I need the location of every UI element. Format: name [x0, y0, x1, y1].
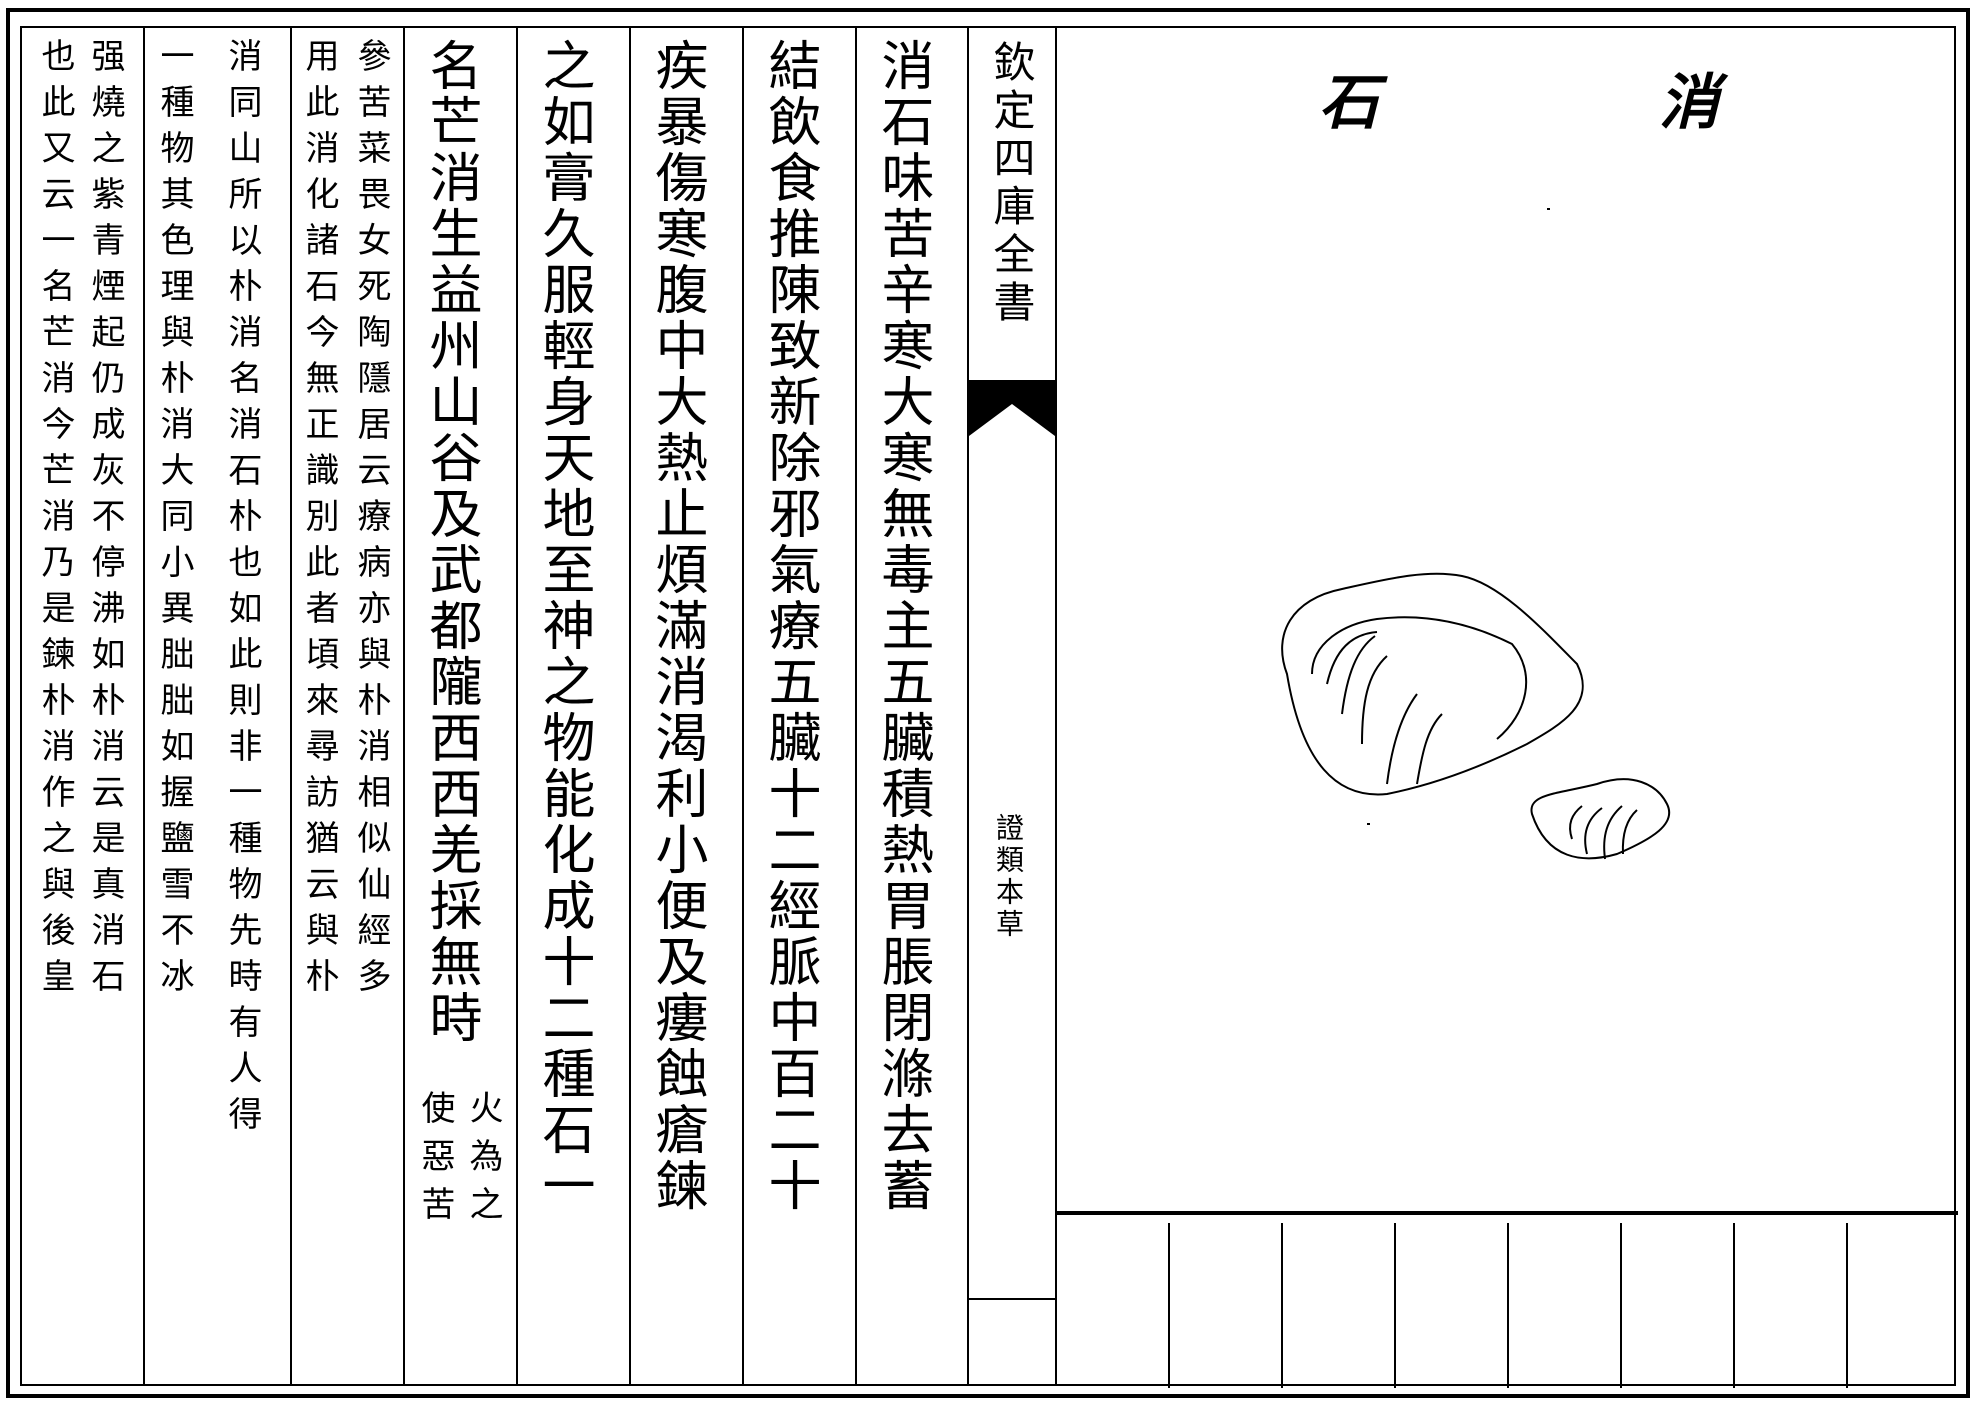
illustration-title-left: 石 [1319, 68, 1379, 138]
commentary-column-pair-3: 强燒之紫青煙起仍成灰不停沸如朴消云是真消石 也此又云一名芒消今芒消乃是鍊朴消作之… [22, 28, 145, 1384]
main-column-text: 消石味苦辛寒大寒無毒主五臟積熱胃脹閉滌去蓄 [873, 38, 934, 1214]
grid-cell [1170, 1223, 1283, 1388]
section-title: 證類本草 [992, 813, 1025, 941]
grid-cell [1283, 1223, 1396, 1388]
main-column-1: 消石味苦辛寒大寒無毒主五臟積熱胃脹閉滌去蓄 [857, 28, 969, 1384]
commentary-column-text: 消同山所以朴消名消石朴也如此則非一種物先時有人得 [222, 38, 262, 1142]
header-column: 欽定四庫全書 證類本草 [969, 28, 1057, 1384]
illustration-title-right: 消 [1659, 68, 1719, 138]
grid-cell [1509, 1223, 1622, 1388]
inline-note-right: 火為之 [463, 1090, 503, 1234]
grid-cell [1622, 1223, 1735, 1388]
commentary-column-text: 一種物其色理與朴消大同小異朏朏如握鹽雪不冰 [154, 38, 194, 1004]
main-column-text: 疾暴傷寒腹中大熱止煩滿消渴利小便及瘻蝕瘡鍊 [647, 38, 708, 1214]
header-divider [969, 1298, 1055, 1300]
main-column-text: 結飲食推陳致新除邪氣療五臟十二經脈中百二十 [760, 38, 821, 1214]
grid-cell [1396, 1223, 1509, 1388]
main-column-2: 結飲食推陳致新除邪氣療五臟十二經脈中百二十 [744, 28, 857, 1384]
commentary-column-pair-2: 消同山所以朴消名消石朴也如此則非一種物先時有人得 一種物其色理與朴消大同小異朏朏… [145, 28, 292, 1384]
commentary-column-text: 强燒之紫青煙起仍成灰不停沸如朴消云是真消石 [85, 38, 125, 1004]
main-column-4: 之如膏久服輕身天地至神之物能化成十二種石一 [518, 28, 631, 1384]
commentary-column-text: 也此又云一名芒消今芒消乃是鍊朴消作之與後皇 [35, 38, 75, 1004]
main-column-text: 名芒消生益州山谷及武都隴西西羌採無時 [421, 38, 482, 1046]
main-column-3: 疾暴傷寒腹中大熱止煩滿消渴利小便及瘻蝕瘡鍊 [631, 28, 744, 1384]
commentary-column-pair-1: 參苦菜畏女死陶隱居云療病亦與朴消相似仙經多 用此消化諸石今無正識別此者頃來尋訪猶… [292, 28, 405, 1384]
mineral-lumps-drawing-icon [1281, 208, 1670, 860]
grid-cell [1057, 1223, 1170, 1388]
fishtail-marker-icon [969, 380, 1055, 436]
illustration-panel: 消 石 [1057, 24, 1958, 1215]
document-page: 消 石 [6, 8, 1970, 1398]
page-frame: 消 石 [20, 24, 1958, 1388]
grid-cell [1848, 1223, 1958, 1388]
main-column-text: 之如膏久服輕身天地至神之物能化成十二種石一 [534, 38, 595, 1214]
book-title: 欽定四庫全書 [987, 40, 1036, 328]
main-column-5: 名芒消生益州山谷及武都隴西西羌採無時 火為之 使惡苦 [405, 28, 518, 1384]
grid-cell [1735, 1223, 1848, 1388]
commentary-column-text: 用此消化諸石今無正識別此者頃來尋訪猶云與朴 [299, 38, 339, 1004]
inline-note-left: 使惡苦 [415, 1090, 455, 1234]
commentary-column-text: 參苦菜畏女死陶隱居云療病亦與朴消相似仙經多 [351, 38, 391, 1004]
